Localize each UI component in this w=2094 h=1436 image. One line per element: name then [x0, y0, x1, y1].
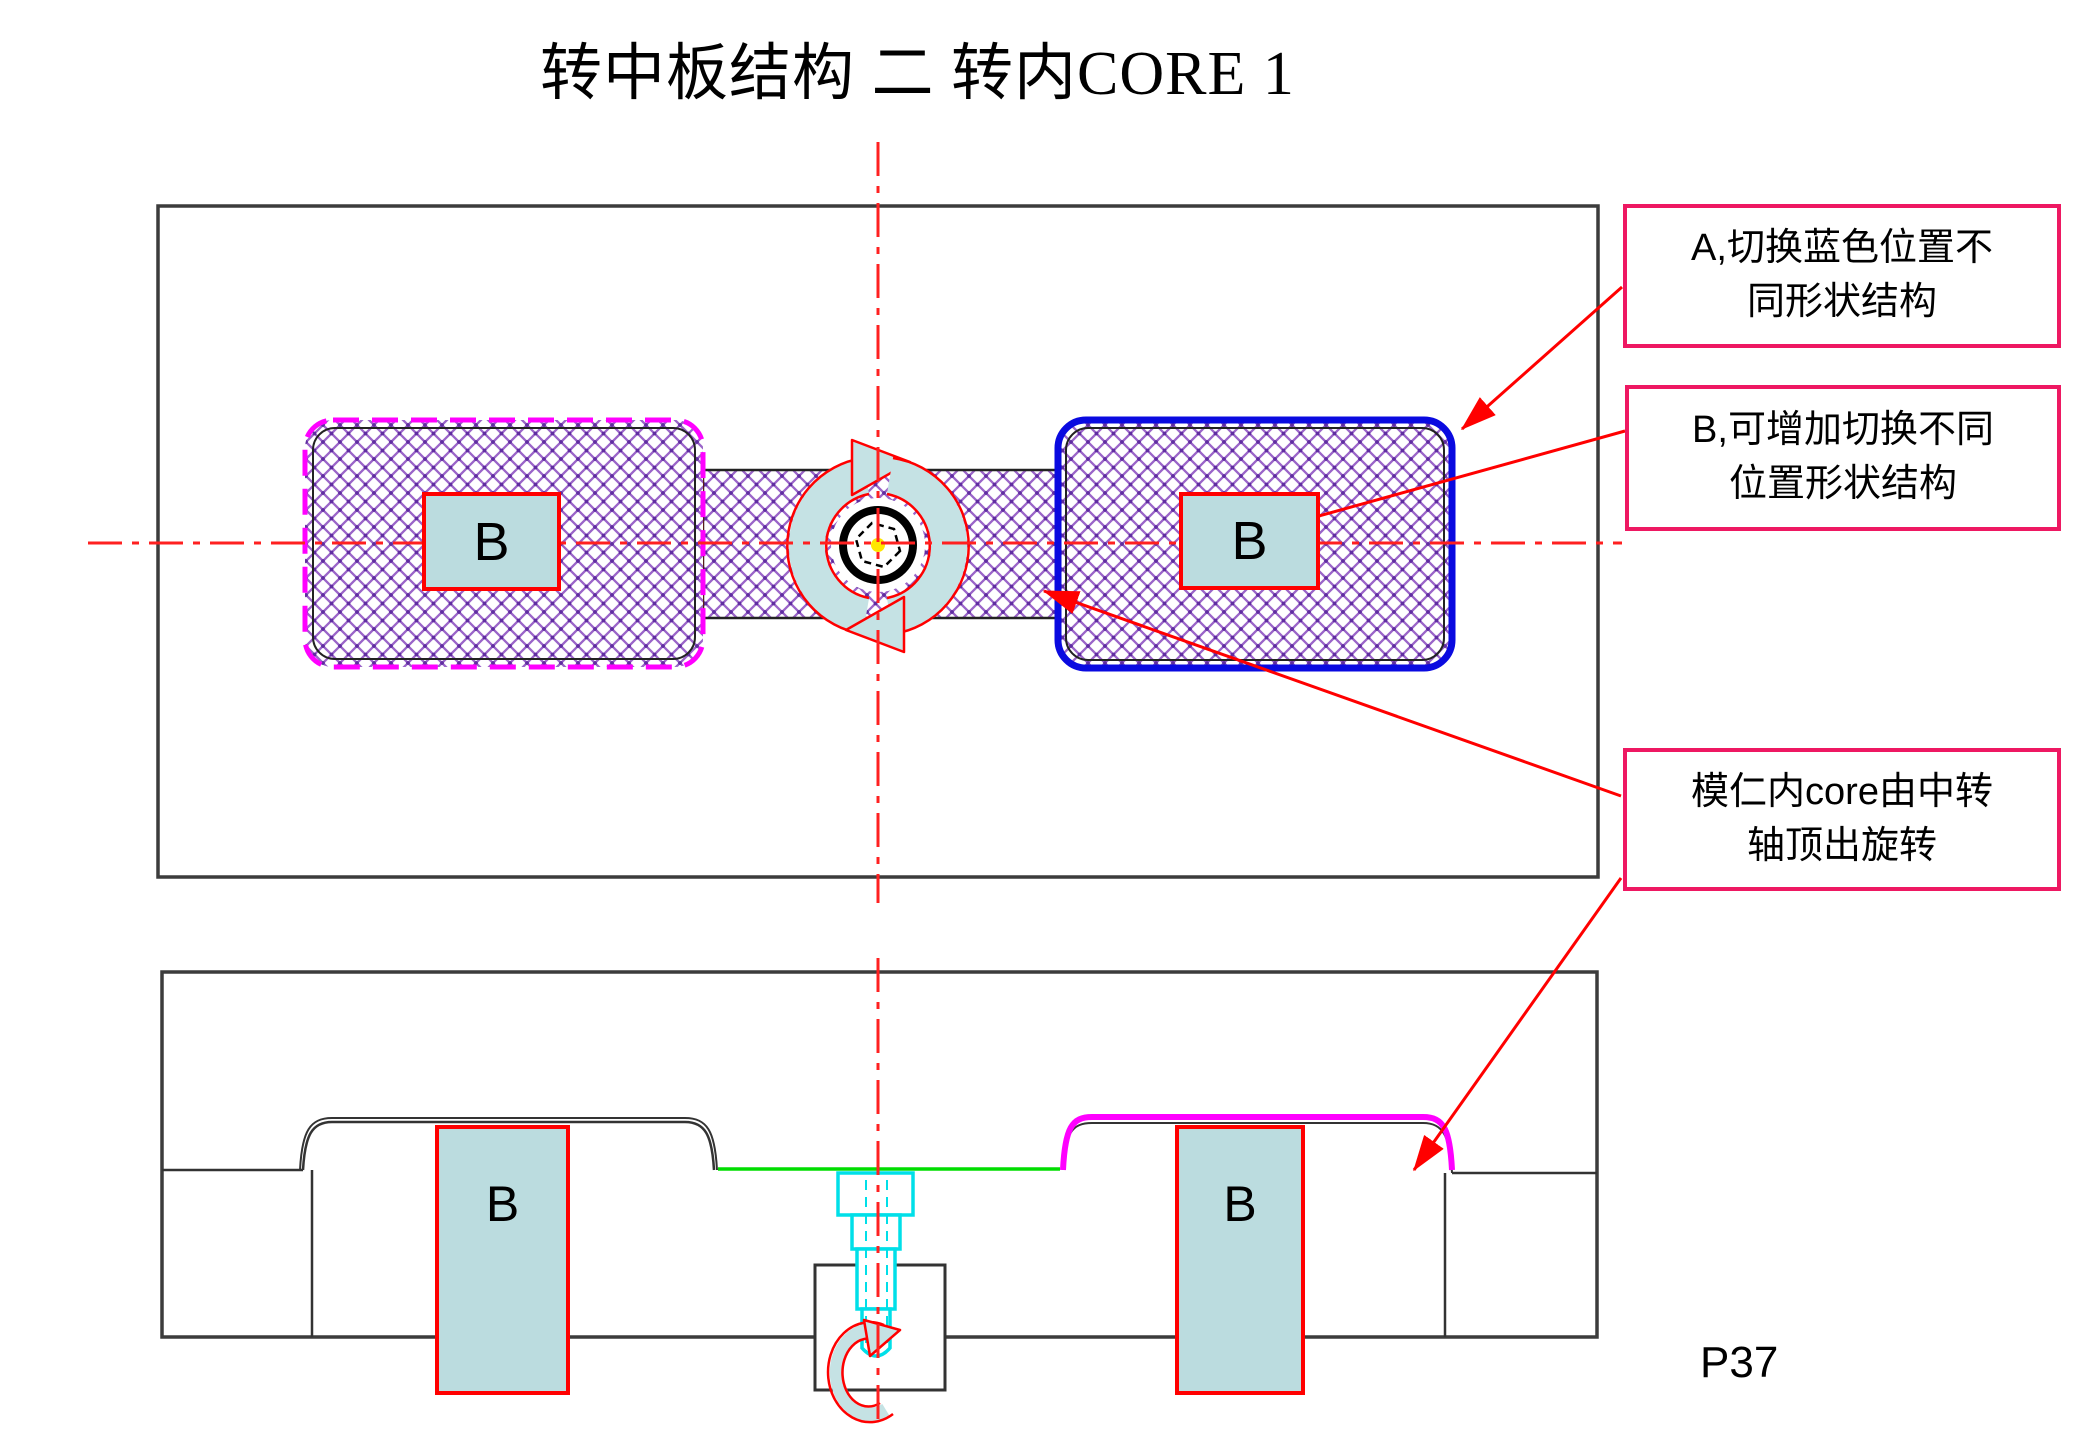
left-recess-profile — [301, 1120, 716, 1171]
left-core-inner-contour — [312, 427, 696, 660]
section-left-b-label: B — [485, 1176, 520, 1232]
right-recess-magenta-profile — [1060, 1114, 1455, 1171]
shaft-rotation-arrow-icon — [826, 1318, 902, 1424]
pivot-hexagon — [854, 521, 902, 569]
section-left-b-column: B — [435, 1125, 570, 1395]
section-right-b-column: B — [1175, 1125, 1305, 1395]
rotation-arrows-icon — [786, 438, 970, 654]
slide-title: 转中板结构 二 转内CORE 1 — [540, 40, 1295, 108]
centerlines — [88, 142, 1622, 1428]
plan-left-b-label: B — [473, 511, 510, 572]
callout-c-arrow-to-bar — [1042, 589, 1622, 798]
section-right-b-label: B — [1223, 1176, 1257, 1232]
callout-c-arrow-to-section — [1412, 877, 1623, 1172]
plan-right-b-block: B — [1179, 492, 1320, 590]
plan-left-b-block: B — [422, 492, 561, 591]
callout-box-a: A,切换蓝色位置不 同形状结构 — [1623, 204, 2061, 348]
callout-a-arrow — [1460, 285, 1623, 431]
page-number: P37 — [1700, 1338, 1779, 1387]
callout-box-b: B,可增加切换不同 位置形状结构 — [1625, 385, 2061, 531]
left-recess-profile-2 — [299, 1117, 718, 1171]
callout-box-c: 模仁内core由中转 轴顶出旋转 — [1623, 748, 2061, 891]
plan-right-b-label: B — [1231, 511, 1268, 571]
